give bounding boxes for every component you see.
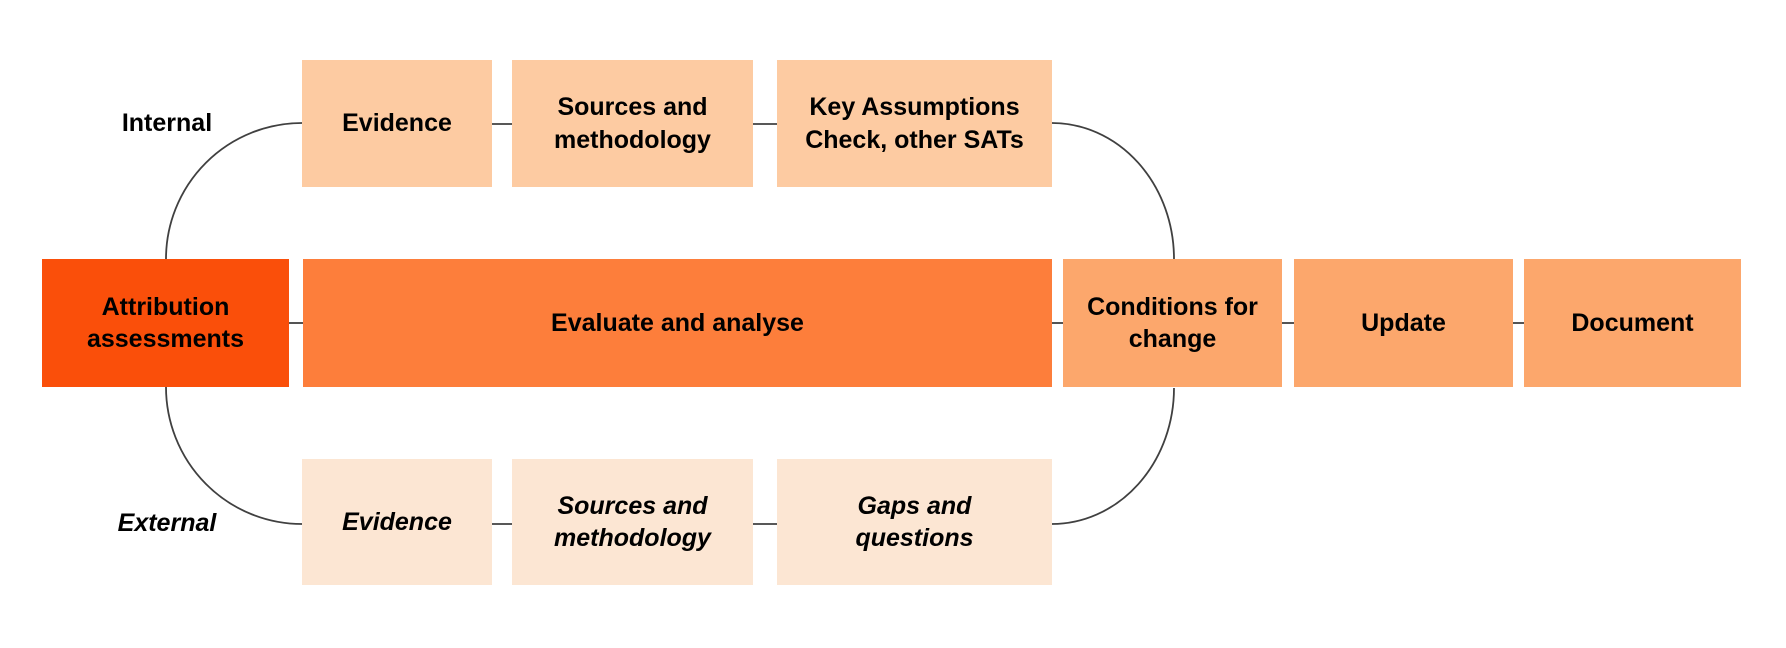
node-external-evidence: Evidence: [302, 459, 492, 585]
node-gaps-and-questions: Gaps and questions: [777, 459, 1052, 585]
node-document: Document: [1524, 259, 1741, 387]
node-conditions-for-change: Conditions for change: [1063, 259, 1282, 387]
node-attribution-assessments: Attribution assessments: [42, 259, 289, 387]
arc-attribution-to-internal-branch: [165, 122, 303, 260]
arc-external-branch-to-conditions: [1051, 387, 1175, 525]
node-evaluate-and-analyse: Evaluate and analyse: [303, 259, 1052, 387]
arc-attribution-to-external-branch: [165, 386, 303, 525]
node-external-sources-and-methodology: Sources and methodology: [512, 459, 753, 585]
node-internal-evidence: Evidence: [302, 60, 492, 187]
arc-internal-branch-to-conditions: [1051, 122, 1175, 260]
node-internal-sources-and-methodology: Sources and methodology: [512, 60, 753, 187]
node-update: Update: [1294, 259, 1513, 387]
external-branch-label: External: [117, 509, 217, 537]
internal-branch-label: Internal: [121, 109, 213, 137]
node-key-assumptions-check: Key Assumptions Check, other SATs: [777, 60, 1052, 187]
